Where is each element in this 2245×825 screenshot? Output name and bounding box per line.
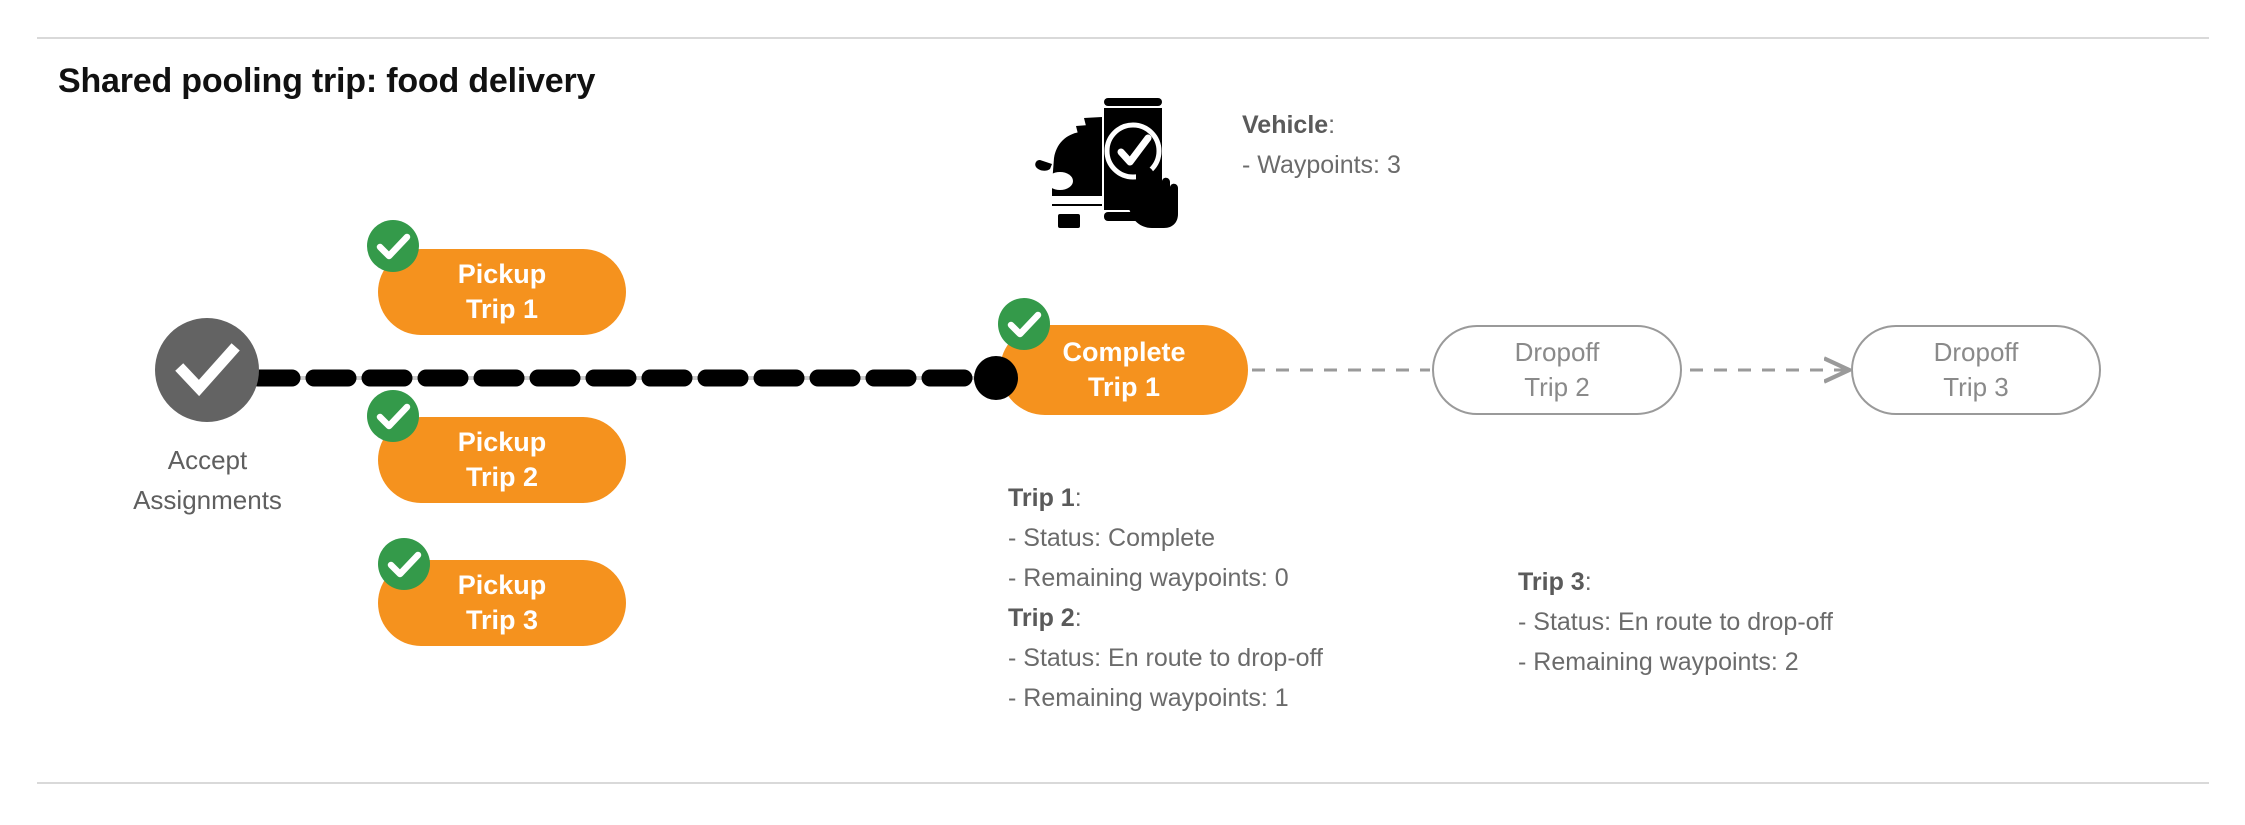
node-label-line2: Trip 2 [1524,372,1590,402]
trip-1-heading-colon: : [1074,484,1082,512]
car-phone-check-icon [1032,88,1184,228]
trip-3-status-line: - Status: En route to drop-off [1518,608,1833,636]
trip-2-heading: Trip 2: [1008,598,1323,638]
trip-2-status-line: - Status: En route to drop-off [1008,644,1323,672]
node-label-line1: Complete [1062,337,1186,367]
trip-1-heading-text: Trip 1 [1008,484,1075,512]
trip-2-heading-text: Trip 2 [1008,604,1075,632]
bottom-divider [37,782,2209,784]
vehicle-heading-colon: : [1328,111,1336,139]
trip-3-heading-text: Trip 3 [1518,568,1585,596]
vehicle-waypoints-line: - Waypoints: 3 [1242,151,1401,179]
trip-1-status-line: - Status: Complete [1008,524,1216,552]
trip-2-waypoints-line: - Remaining waypoints: 1 [1008,684,1289,712]
node-label-line2: Trip 1 [465,294,539,324]
trip-1-waypoints-line: - Remaining waypoints: 0 [1008,564,1289,592]
trip-2-heading-colon: : [1074,604,1082,632]
route-junction-dot [974,356,1018,400]
accept-assignments-label: Accept Assignments [90,440,325,520]
vehicle-heading-text: Vehicle [1242,111,1329,139]
top-divider [37,37,2209,39]
node-dropoff-trip-3[interactable]: Dropoff Trip 3 [1851,325,2101,415]
node-label-line2: Trip 1 [1087,372,1161,402]
node-label-line1: Dropoff [1514,337,1600,367]
node-label-line1: Dropoff [1933,337,2019,367]
vehicle-info-heading: Vehicle: [1242,105,1401,145]
accept-label-line1: Accept [167,445,248,475]
accept-assignments-node[interactable] [155,318,259,422]
node-pickup-trip-2[interactable]: Pickup Trip 2 [378,417,626,503]
check-badge-icon-pickup-1 [367,220,419,272]
trip-3-info-block: Trip 3: - Status: En route to drop-off -… [1518,562,1833,682]
trip-3-heading: Trip 3: [1518,562,1833,602]
node-label-line2: Trip 2 [465,462,539,492]
check-badge-icon-pickup-3 [378,538,430,590]
check-badge-icon-complete-1 [998,298,1050,350]
node-label-line2: Trip 3 [1943,372,2009,402]
node-label-line1: Pickup [457,570,547,600]
node-dropoff-trip-2[interactable]: Dropoff Trip 2 [1432,325,1682,415]
accept-label-line2: Assignments [133,485,282,515]
trip-3-heading-colon: : [1584,568,1592,596]
page-title: Shared pooling trip: food delivery [58,62,596,100]
trip-1-heading: Trip 1: [1008,478,1323,518]
trip-3-waypoints-line: - Remaining waypoints: 2 [1518,648,1799,676]
vehicle-info-block: Vehicle: - Waypoints: 3 [1242,105,1401,185]
node-label-line1: Pickup [457,259,547,289]
check-badge-icon-pickup-2 [367,390,419,442]
trip-1-and-2-info-block: Trip 1: - Status: Complete - Remaining w… [1008,478,1323,718]
node-label-line2: Trip 3 [465,605,539,635]
check-circle-icon [155,318,259,422]
node-pickup-trip-1[interactable]: Pickup Trip 1 [378,249,626,335]
node-label-line1: Pickup [457,427,547,457]
